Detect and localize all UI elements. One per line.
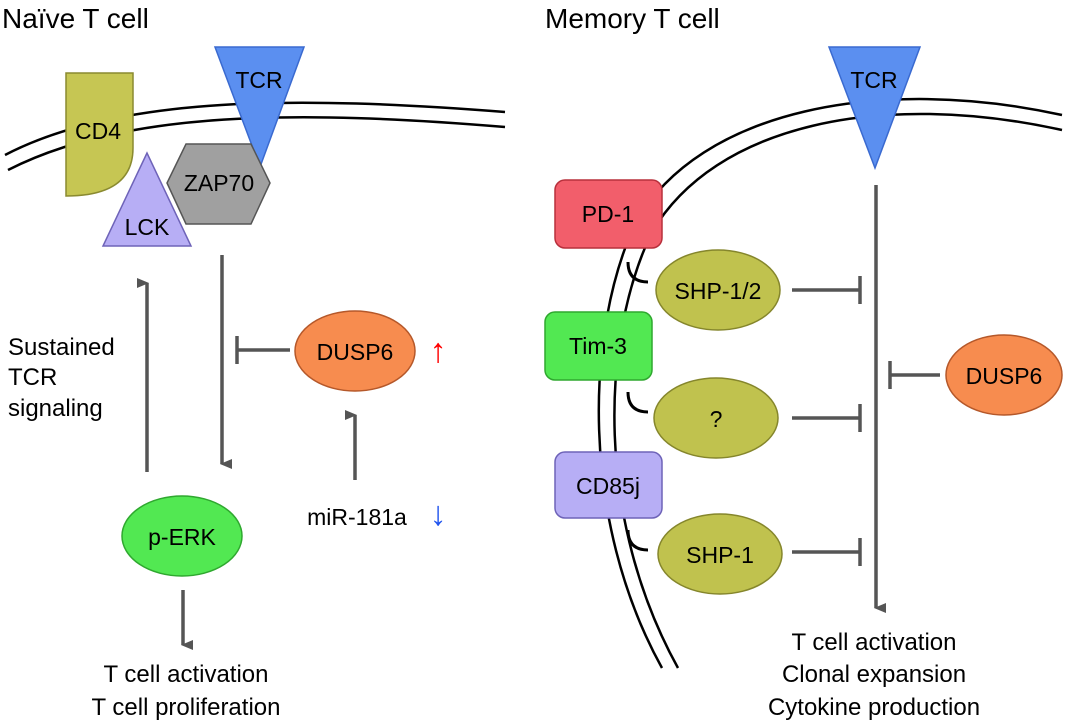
shp1-ellipse [657,513,783,595]
lck-label: LCK [125,214,170,240]
naive-tcr-label: TCR [235,67,282,93]
shp1-label: SHP-1 [686,542,754,568]
zap70-label: ZAP70 [184,170,254,196]
naive-output-2: T cell proliferation [92,694,281,721]
naive-output-1: T cell activation [104,661,269,688]
docking-hooks [626,261,649,552]
naive-membrane [4,101,506,172]
lck-triangle [101,151,193,247]
cd85j-receptor [554,451,663,519]
memory-dusp6-label: DUSP6 [966,363,1043,389]
shp12-label: SHP-1/2 [675,278,762,304]
naive-dusp6-label: DUSP6 [317,339,394,365]
naive-title: Naïve T cell [2,3,149,34]
up-arrow-icon: ↑ [430,332,447,370]
sustained-line-1: Sustained [8,334,115,361]
tim3-receptor [544,311,653,381]
memory-tcr-label: TCR [850,67,897,93]
memory-output-3: Cytokine production [768,694,980,721]
cd4-receptor [65,72,134,197]
memory-tcr [827,46,922,171]
memory-dusp6 [945,334,1063,416]
sustained-signaling-text: Sustained TCR signaling [8,334,115,422]
memory-title: Memory T cell [545,3,720,34]
memory-output-2: Clonal expansion [782,661,966,688]
cd4-label: CD4 [75,118,121,144]
shp12-ellipse [655,249,781,331]
memory-arrows [792,185,940,613]
naive-arrows [137,255,357,650]
down-arrow-icon: ↓ [430,495,447,533]
naive-dusp6 [294,310,416,392]
zap70-hexagon [166,143,271,225]
tim3-label: Tim-3 [569,333,627,359]
pd1-receptor [554,179,663,249]
mirna-label: miR-181a [307,504,407,530]
sustained-line-2: TCR [8,364,57,391]
perk-label: p-ERK [148,524,216,550]
cd85j-label: CD85j [576,473,640,499]
unknown-ellipse [653,377,779,459]
sustained-line-3: signaling [8,395,103,422]
memory-output-1: T cell activation [792,629,957,656]
perk-ellipse [121,495,243,577]
naive-tcr [213,46,306,170]
unknown-label: ? [710,406,723,432]
pd1-label: PD-1 [582,201,634,227]
